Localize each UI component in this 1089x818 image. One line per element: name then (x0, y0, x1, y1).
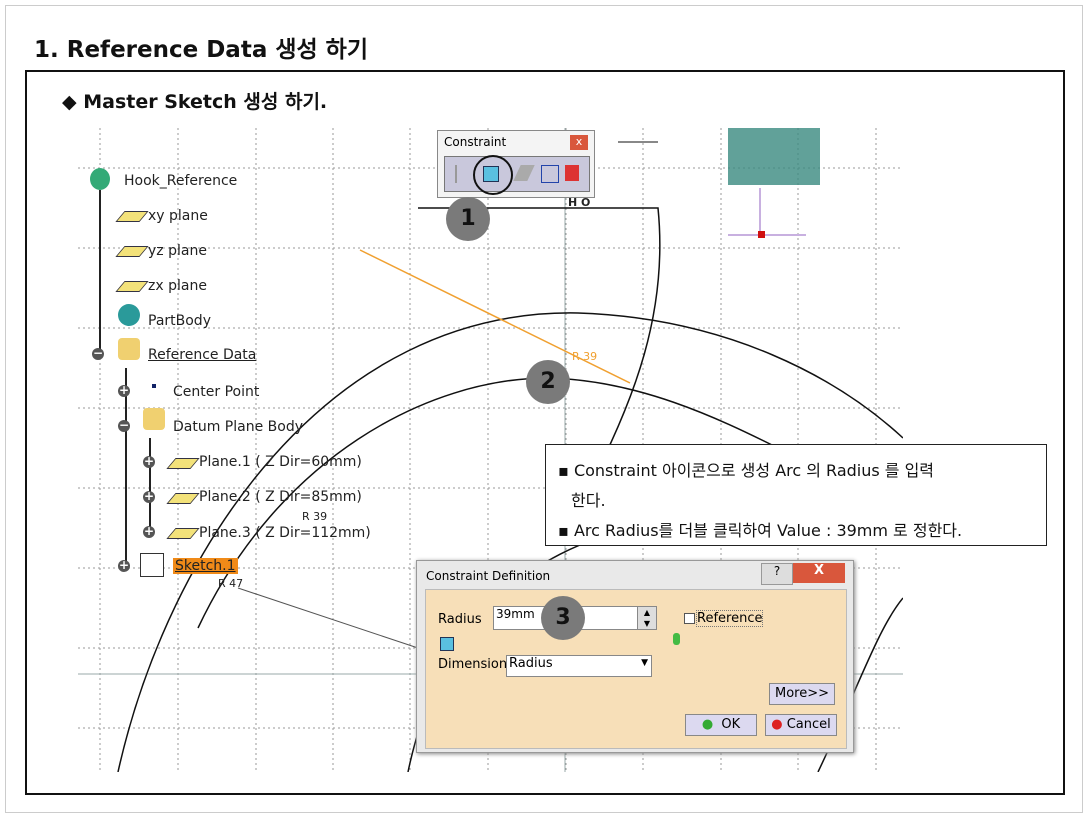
product-icon (90, 168, 110, 190)
callout-text-2: Arc Radius를 더블 클릭하여 Value : 39mm 로 정한다. (573, 521, 963, 540)
page-title: 1. Reference Data 생성 하기 (34, 37, 369, 63)
tree-item-sketch-1[interactable]: Sketch.1 (173, 558, 238, 574)
collapse-icon[interactable]: − (92, 346, 104, 360)
callout-bullet-1: ▪ Constraint 아이콘으로 생성 Arc 의 Radius 를 입력 (558, 461, 935, 480)
tree-item-plane-3[interactable]: Plane.3 ( Z Dir=112mm) (199, 525, 371, 541)
page-border (5, 5, 1083, 813)
highlight-circle (473, 155, 513, 195)
expand-icon[interactable]: + (143, 524, 155, 538)
tree-line (99, 190, 101, 355)
ok-button[interactable]: ● OK (685, 714, 757, 736)
tree-item-xy-plane[interactable]: xy plane (148, 208, 208, 224)
cancel-icon: ● (771, 717, 783, 732)
step-badge-3: 3 (541, 596, 585, 640)
tree-item-plane-2[interactable]: Plane.2 ( Z Dir=85mm) (199, 489, 362, 505)
constraint-toolbar: Constraint x (437, 130, 595, 198)
toolbar-icons (444, 155, 590, 195)
auto-constraint-icon[interactable] (541, 165, 559, 183)
chevron-down-icon: ▼ (641, 658, 648, 668)
geometrical-set-icon (118, 338, 140, 360)
dialog-close-button[interactable]: X (793, 563, 845, 583)
help-button[interactable]: ? (761, 563, 793, 585)
callout-text-1-cont: 한다. (571, 491, 606, 510)
step-badge-1: 1 (446, 197, 490, 241)
constraint-dialog-icon[interactable] (455, 165, 469, 183)
dimension-r39-selected[interactable]: R 39 (572, 350, 598, 363)
cancel-label: Cancel (786, 717, 831, 732)
radius-spinner[interactable]: ▲▼ (637, 606, 657, 630)
partbody-icon (118, 304, 140, 326)
collapse-icon[interactable]: − (118, 418, 130, 432)
tree-item-center-point[interactable]: Center Point (173, 384, 260, 400)
dimension-r47[interactable]: R 47 (218, 577, 244, 590)
tree-item-yz-plane[interactable]: yz plane (148, 243, 207, 259)
constraint-definition-dialog: Constraint Definition ? X Radius 39mm ▲▼… (416, 560, 854, 753)
step-badge-2: 2 (526, 360, 570, 404)
tree-item-reference-data[interactable]: Reference Data (148, 347, 257, 363)
tree-root-hook-reference[interactable]: Hook_Reference (124, 173, 238, 189)
lock-icon (673, 633, 680, 645)
dialog-title: Constraint Definition (426, 569, 551, 583)
ok-label: OK (721, 717, 741, 732)
fix-together-icon[interactable] (513, 165, 535, 181)
toolbar-close-button[interactable]: x (570, 135, 588, 150)
expand-icon[interactable]: + (143, 454, 155, 468)
sketch-icon (140, 553, 164, 577)
tree-item-plane-1[interactable]: Plane.1 ( Z Dir=60mm) (199, 454, 362, 470)
dimension-r39[interactable]: R 39 (302, 510, 328, 523)
ok-icon: ● (701, 717, 714, 732)
geometrical-set-icon (143, 408, 165, 430)
tree-line (125, 368, 127, 568)
sketch-canvas[interactable]: Hook_Reference xy plane yz plane zx plan… (78, 128, 903, 772)
radius-label: Radius (438, 612, 482, 627)
instruction-callout: ▪ Constraint 아이콘으로 생성 Arc 의 Radius 를 입력 … (545, 444, 1047, 546)
cancel-button[interactable]: ● Cancel (765, 714, 837, 736)
dialog-body: Radius 39mm ▲▼ Reference Dimension Radiu… (425, 589, 847, 749)
callout-text-1: Constraint 아이콘으로 생성 Arc 의 Radius 를 입력 (573, 461, 935, 480)
dimension-label: Dimension (438, 657, 508, 672)
section-subtitle: ◆ Master Sketch 생성 하기. (62, 91, 328, 113)
tree-item-zx-plane[interactable]: zx plane (148, 278, 207, 294)
constraint-type-icon (440, 637, 454, 651)
tree-line (149, 438, 151, 533)
callout-bullet-2: ▪ Arc Radius를 더블 클릭하여 Value : 39mm 로 정한다… (558, 521, 963, 540)
expand-icon[interactable]: + (118, 383, 130, 397)
tree-item-datum-plane-body[interactable]: Datum Plane Body (173, 419, 303, 435)
reference-label[interactable]: Reference (696, 610, 764, 627)
point-icon (152, 384, 156, 388)
sketch-geometry (78, 128, 903, 772)
dimension-select[interactable]: Radius ▼ (506, 655, 652, 677)
toolbar-title: Constraint (444, 135, 507, 149)
horizontal-constraint-symbol: H O (568, 196, 591, 209)
tree-item-partbody[interactable]: PartBody (148, 313, 211, 329)
reference-checkbox[interactable] (684, 613, 695, 624)
more-button[interactable]: More>> (769, 683, 835, 705)
dimension-value: Radius (509, 656, 553, 671)
animate-constraint-icon[interactable] (565, 165, 579, 181)
expand-icon[interactable]: + (118, 558, 130, 572)
content-box (25, 70, 1065, 795)
expand-icon[interactable]: + (143, 489, 155, 503)
